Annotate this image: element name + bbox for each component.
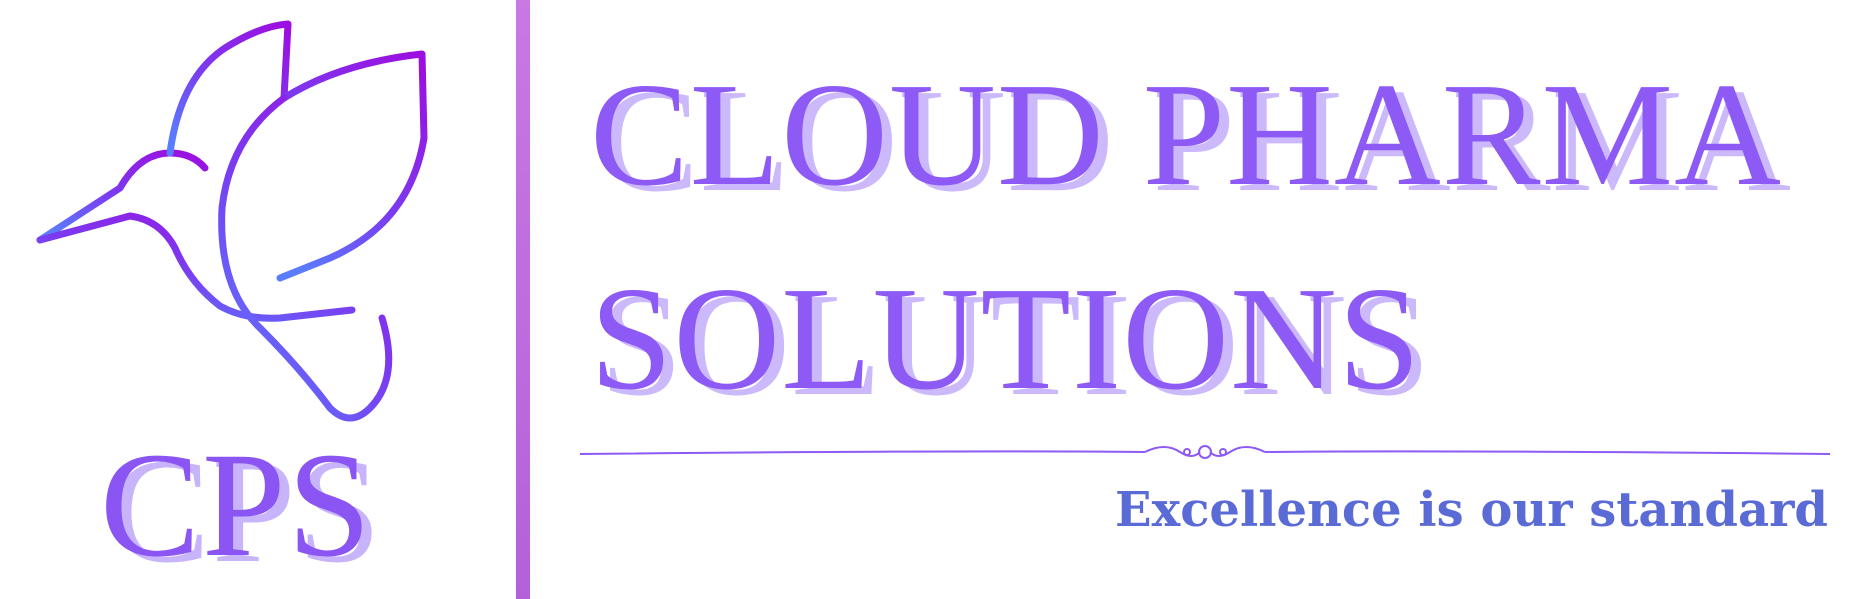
company-name-line-1: CLOUD PHARMA [590, 53, 1783, 217]
vertical-divider [516, 0, 530, 599]
tagline: Excellence is our standard [1115, 482, 1828, 538]
hummingbird-icon [36, 20, 428, 422]
company-name-line-2: SOLUTIONS [590, 257, 1422, 421]
ornamental-divider [580, 445, 1830, 459]
monogram-text: CPS [100, 422, 373, 588]
